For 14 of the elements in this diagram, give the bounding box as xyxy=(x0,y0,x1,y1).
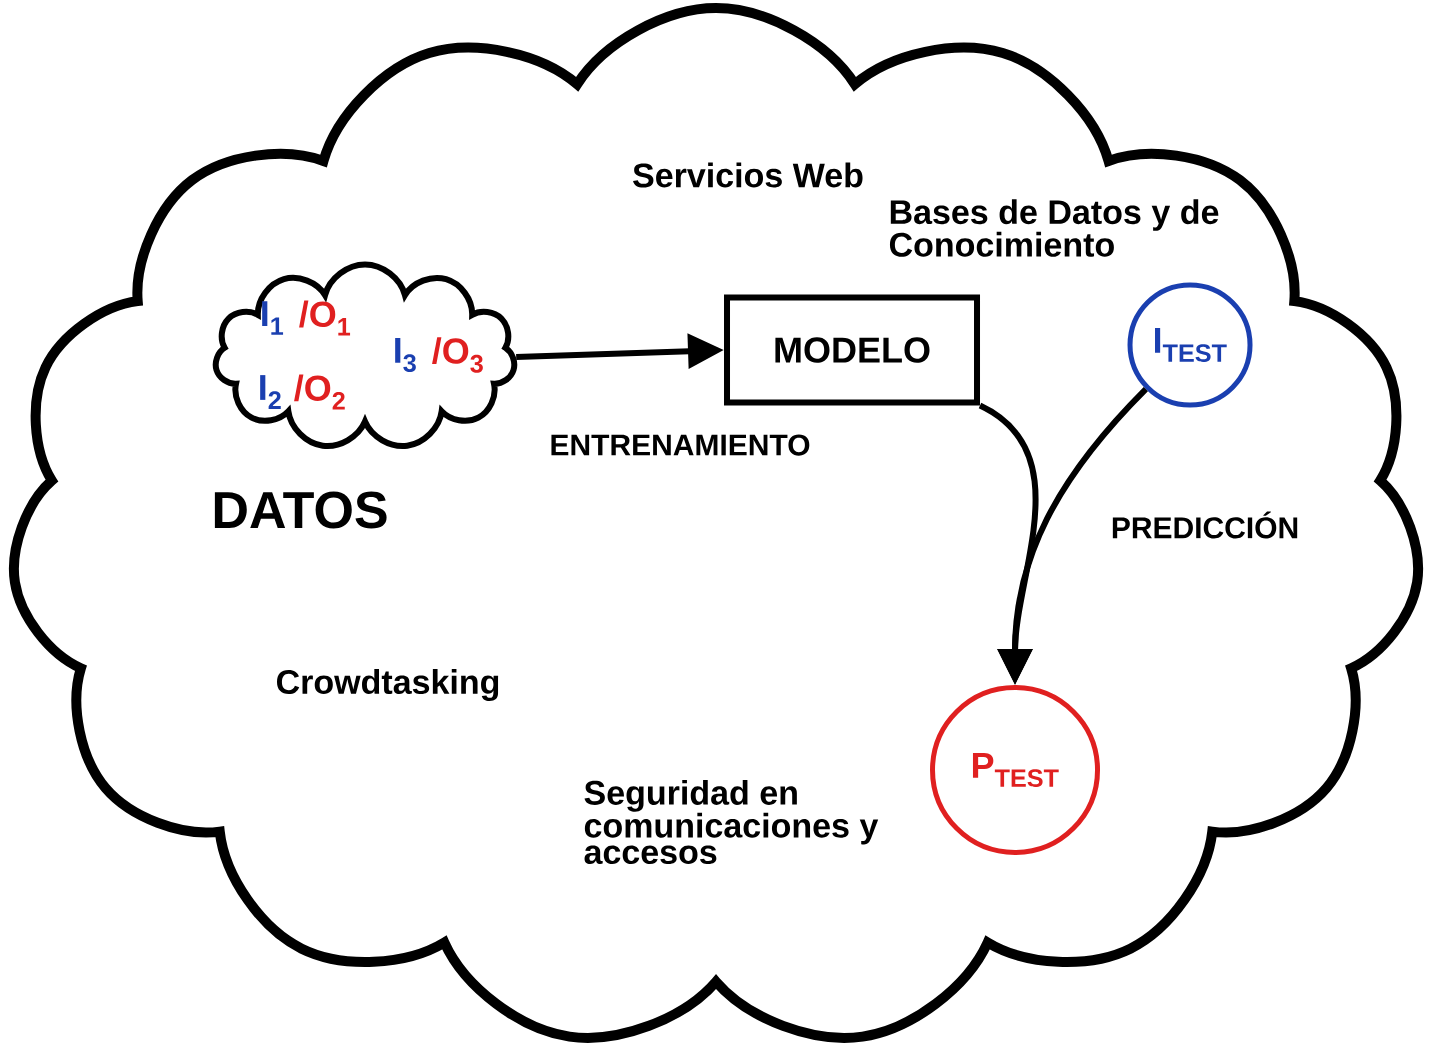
cloud-caption: DATOS xyxy=(214,491,387,529)
topic-label: Servicios Web xyxy=(633,162,863,188)
data-pair-label: I$_{2}$ xyxy=(260,375,281,409)
model-box: MODELO xyxy=(724,294,980,406)
data-pair-label: /O$_{1}$ xyxy=(299,300,351,336)
data-pair-label: /O$_{2}$ xyxy=(294,374,345,410)
topic-label: Bases de Datos y de Conocimiento xyxy=(889,199,1219,257)
topic-label: Seguridad en comunicaciones y accesos xyxy=(584,779,879,865)
data-pair-label: I$_{1}$ xyxy=(262,301,284,335)
data-pair-label: /O$_{3}$ xyxy=(432,337,483,373)
topic-label: Crowdtasking xyxy=(277,669,499,701)
data-pair-label: I$_{3}$ xyxy=(395,337,416,373)
edge-label: PREDICCIÓN xyxy=(1108,509,1302,541)
edge-label: ENTRENAMIENTO xyxy=(547,432,813,458)
